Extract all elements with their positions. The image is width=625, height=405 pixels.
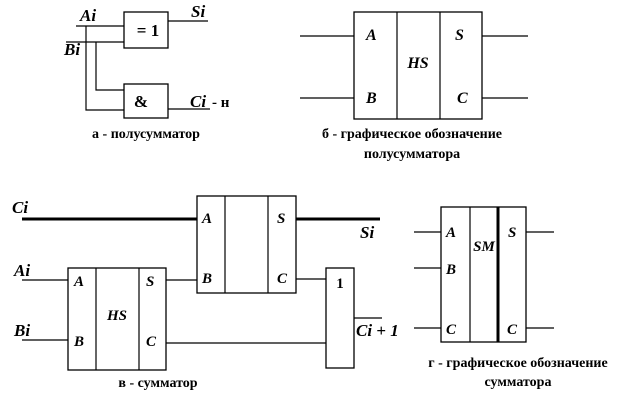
sm-symbol-box <box>440 206 527 343</box>
hs-symbol: A B HS S C б - графическое обозначение п… <box>300 11 528 162</box>
sm-pin-a: A <box>445 225 456 241</box>
and-gate-label: & <box>134 92 148 111</box>
caption-hs-line2: полусумматора <box>364 147 460 162</box>
sm-symbol-pins <box>414 231 554 329</box>
half-adder-schematic: = 1 & Ai Bi Si Ci - н а - полусумматор <box>63 2 230 142</box>
input-ai-label: Ai <box>79 6 96 25</box>
output-si-label: Si <box>191 2 205 21</box>
xor-gate-label: = 1 <box>137 21 159 40</box>
hs2-pin-a: A <box>201 211 212 227</box>
hs1-pin-s: S <box>146 274 154 290</box>
hs-symbol-dividers <box>396 12 441 119</box>
hs1-name: HS <box>106 308 127 324</box>
hs-symbol-pin-a: A <box>365 27 377 44</box>
hs2-dividers <box>224 196 269 293</box>
wire-bi <box>66 41 124 91</box>
sum-out-label: Si <box>360 223 374 242</box>
hs1-input-wires <box>22 279 68 341</box>
hs2-pin-c: C <box>277 271 288 287</box>
wire-ai <box>76 25 124 111</box>
hs1-pin-a: A <box>73 274 84 290</box>
caption-hs-line1: б - графическое обозначение <box>322 127 502 142</box>
sm-symbol: A B C SM S C г - графическое обозначение… <box>414 206 608 390</box>
hs-symbol-name: HS <box>406 55 428 72</box>
hs1-dividers <box>95 268 140 370</box>
hs1-pin-b: B <box>73 334 84 350</box>
input-bi-label-2: Bi <box>13 321 30 340</box>
sm-name: SM <box>473 239 495 255</box>
caption-sm-line2: сумматора <box>485 375 552 390</box>
input-bi-label: Bi <box>63 40 80 59</box>
hs2-box <box>196 195 297 294</box>
hs1-pin-c: C <box>146 334 157 350</box>
sm-pin-s: S <box>508 225 516 241</box>
carry-out-label: Ci + 1 <box>356 321 399 340</box>
hs2-pin-s: S <box>277 211 285 227</box>
full-adder-schematic: Ci Ai Bi A B HS S C A B S C Si 1 Ci + 1 … <box>12 195 399 391</box>
carry-in-label: Ci <box>12 198 28 217</box>
caption-full-adder: в - сумматор <box>118 376 197 391</box>
sm-pin-b: B <box>445 262 456 278</box>
hs-symbol-pin-c: C <box>457 90 468 107</box>
sm-pin-c: C <box>446 322 457 338</box>
hs-symbol-pin-s: S <box>455 27 464 44</box>
or-gate <box>325 267 355 369</box>
input-ai-label-2: Ai <box>13 261 30 280</box>
hs-symbol-box <box>353 11 483 120</box>
caption-half-adder: а - полусумматор <box>92 127 200 142</box>
hs-symbol-pins <box>300 35 528 99</box>
hs-symbol-pin-b: B <box>365 90 377 107</box>
hs2-pin-b: B <box>201 271 212 287</box>
sm-pin-c-out: C <box>507 322 518 338</box>
output-ci-label: Ci <box>190 92 206 111</box>
xor-gate <box>123 11 169 49</box>
output-ci-suffix: - н <box>212 95 230 111</box>
or-gate-label: 1 <box>336 276 344 292</box>
and-gate <box>123 83 169 119</box>
caption-sm-line1: г - графическое обозначение <box>428 356 607 371</box>
hs1-box <box>67 267 167 371</box>
